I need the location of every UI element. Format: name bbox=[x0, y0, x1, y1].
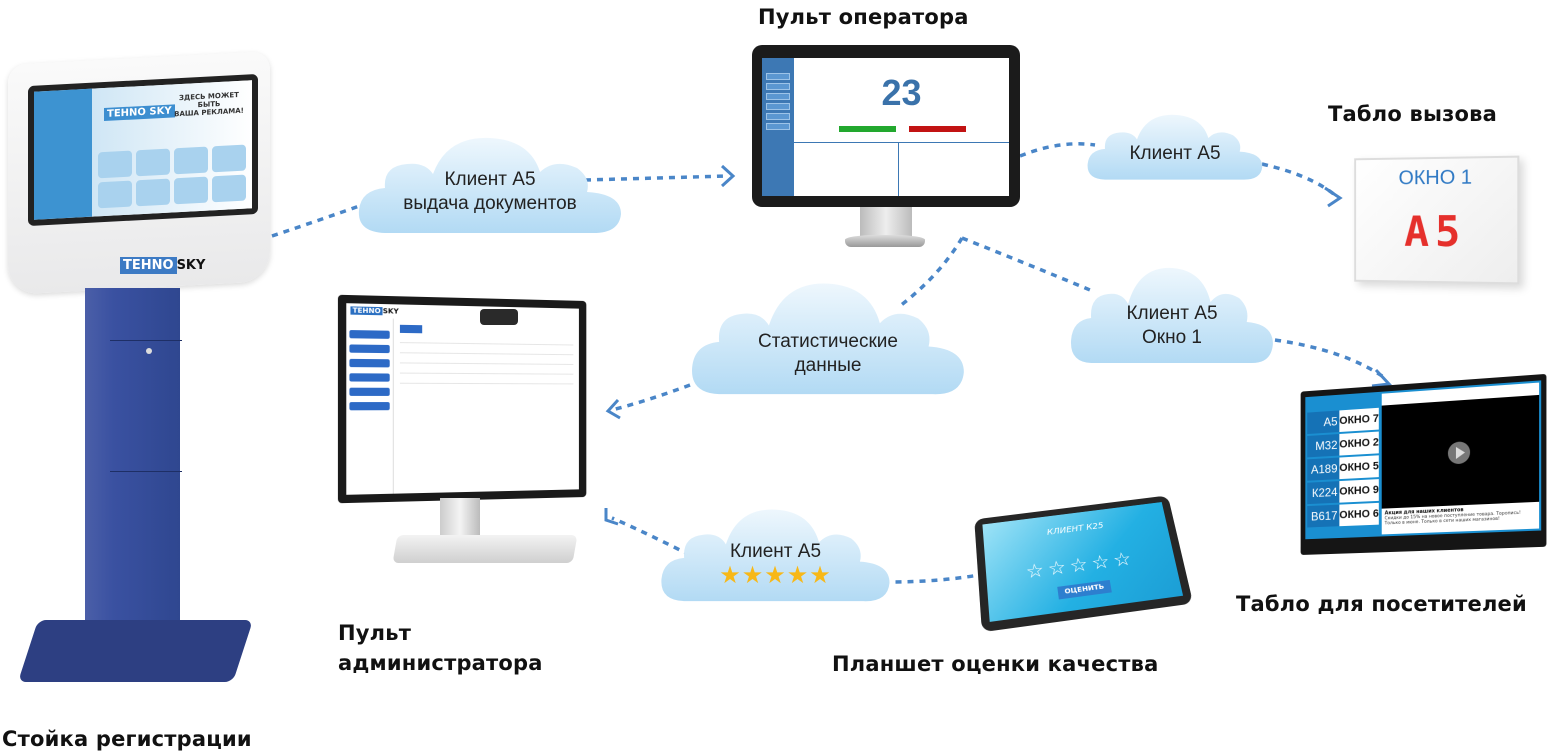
cloud-issue-line2: выдача документов bbox=[355, 192, 625, 216]
queue-ticket-code: А5 bbox=[1307, 410, 1339, 434]
admin-monitor-stand bbox=[440, 498, 480, 540]
label-call-panel: Табло вызова bbox=[1328, 102, 1497, 126]
label-admin-line1: Пульт bbox=[338, 618, 543, 648]
cloud-stats: Статистические данные bbox=[688, 272, 968, 400]
operator-sidebar bbox=[762, 58, 794, 196]
queue-row: В617ОКНО 6 bbox=[1307, 503, 1379, 528]
label-kiosk: Стойка регистрации bbox=[2, 727, 252, 751]
arrowhead-operator bbox=[722, 166, 733, 186]
current-ticket-number: 23 bbox=[794, 72, 1009, 114]
arrowhead-call-panel bbox=[1325, 188, 1340, 206]
kiosk-base bbox=[18, 620, 253, 682]
queue-window: ОКНО 5 bbox=[1339, 455, 1378, 479]
queue-window: ОКНО 6 bbox=[1339, 503, 1378, 526]
rate-button[interactable]: ОЦЕНИТЬ bbox=[1057, 580, 1112, 600]
operator-screen: 23 bbox=[762, 58, 1009, 196]
label-visitor-board: Табло для посетителей bbox=[1236, 592, 1527, 616]
visitor-board: А5ОКНО 7М32ОКНО 2А189ОКНО 5К224ОКНО 9В61… bbox=[1301, 374, 1547, 555]
arrowhead-admin-rating bbox=[606, 508, 618, 524]
queue-window: ОКНО 2 bbox=[1339, 432, 1378, 456]
cloud-rating: Клиент А5 ★★★★★ bbox=[658, 500, 893, 606]
webcam-icon bbox=[480, 309, 518, 325]
admin-menu-item[interactable] bbox=[349, 388, 389, 396]
admin-menu-item[interactable] bbox=[349, 402, 389, 410]
queue-ticket-code: А189 bbox=[1307, 458, 1339, 481]
kiosk-screen-logo: TEHNO SKY bbox=[104, 104, 175, 121]
service-tile[interactable] bbox=[98, 151, 132, 179]
queue-window: ОКНО 7 bbox=[1339, 408, 1378, 432]
connector-stats-cloud-to-admin bbox=[612, 385, 690, 410]
service-tile[interactable] bbox=[136, 149, 170, 177]
service-tile[interactable] bbox=[174, 147, 208, 175]
kiosk-sidebar bbox=[34, 89, 92, 220]
connector-call-cloud-to-panel bbox=[1262, 164, 1335, 195]
brand-part2: SKY bbox=[177, 258, 206, 273]
label-operator: Пульт оператора bbox=[758, 5, 969, 29]
cloud-call: Клиент А5 bbox=[1085, 108, 1265, 183]
cloud-window-line2: Окно 1 bbox=[1068, 326, 1276, 350]
monitor-base bbox=[845, 235, 925, 247]
admin-menu-item[interactable] bbox=[349, 344, 389, 353]
queue-row: А5ОКНО 7 bbox=[1307, 408, 1379, 434]
tablet-title: КЛИЕНТ К25 bbox=[983, 514, 1166, 546]
star-rating-icons: ★★★★★ bbox=[658, 564, 893, 588]
connector-window-cloud-to-board bbox=[1275, 340, 1385, 378]
queue-list: А5ОКНО 7М32ОКНО 2А189ОКНО 5К224ОКНО 9В61… bbox=[1307, 408, 1379, 537]
queue-ticket-code: К224 bbox=[1307, 481, 1339, 504]
cloud-rating-line1: Клиент А5 bbox=[658, 540, 893, 564]
admin-table bbox=[394, 319, 579, 494]
tablet-rating-stars[interactable]: ☆☆☆☆☆ bbox=[986, 542, 1176, 589]
lock-icon bbox=[146, 348, 152, 354]
service-tile[interactable] bbox=[136, 179, 170, 207]
call-button[interactable] bbox=[839, 126, 896, 132]
arrowhead-board bbox=[1372, 370, 1389, 386]
queue-ticket-code: В617 bbox=[1307, 505, 1339, 528]
cloud-stats-line1: Статистические bbox=[688, 330, 968, 354]
admin-menu-item[interactable] bbox=[349, 359, 389, 368]
queue-row: К224ОКНО 9 bbox=[1307, 479, 1379, 504]
admin-menu-item[interactable] bbox=[349, 373, 389, 381]
kiosk-screen: TEHNO SKY ЗДЕСЬ МОЖЕТ БЫТЬ ВАША РЕКЛАМА! bbox=[28, 74, 258, 226]
connector-tablet-to-rating-cloud bbox=[890, 574, 985, 582]
queue-row: А189ОКНО 5 bbox=[1307, 455, 1379, 480]
call-panel: ОКНО 1 А5 bbox=[1354, 156, 1519, 285]
queue-ticket-code: М32 bbox=[1307, 434, 1339, 457]
video-player[interactable] bbox=[1382, 395, 1539, 509]
cloud-window-line1: Клиент А5 bbox=[1068, 302, 1276, 326]
connector-operator-to-call-cloud bbox=[1020, 144, 1095, 156]
service-tile[interactable] bbox=[98, 181, 132, 209]
cloud-stats-line2: данные bbox=[688, 354, 968, 378]
queue-window: ОКНО 9 bbox=[1339, 479, 1378, 503]
admin-monitor: TEHNOSKY bbox=[338, 295, 586, 504]
cloud-issue-line1: Клиент А5 bbox=[355, 168, 625, 192]
connector-kiosk-to-issue-cloud bbox=[272, 205, 362, 236]
brand-part1: TEHNO bbox=[120, 257, 177, 274]
queue-row: М32ОКНО 2 bbox=[1307, 432, 1379, 458]
label-admin: Пульт администратора bbox=[338, 618, 543, 678]
cloud-call-line1: Клиент А5 bbox=[1085, 142, 1265, 166]
cloud-issue: Клиент А5 выдача документов bbox=[355, 128, 625, 238]
cloud-window: Клиент А5 Окно 1 bbox=[1068, 258, 1276, 368]
finish-button[interactable] bbox=[909, 126, 966, 132]
service-tile[interactable] bbox=[174, 177, 208, 205]
service-tile[interactable] bbox=[212, 175, 246, 203]
label-admin-line2: администратора bbox=[338, 648, 543, 678]
kiosk-service-tiles bbox=[98, 145, 246, 209]
service-tile[interactable] bbox=[212, 145, 246, 173]
admin-menu-item[interactable] bbox=[349, 330, 389, 339]
admin-sidebar bbox=[346, 318, 394, 495]
call-panel-number: А5 bbox=[1356, 207, 1517, 257]
call-panel-window: ОКНО 1 bbox=[1356, 166, 1517, 191]
label-tablet: Планшет оценки качества bbox=[832, 652, 1158, 676]
kiosk-ad-text: ЗДЕСЬ МОЖЕТ БЫТЬ ВАША РЕКЛАМА! bbox=[174, 91, 244, 119]
kiosk-door bbox=[110, 340, 182, 472]
admin-monitor-base bbox=[393, 535, 578, 563]
play-icon[interactable] bbox=[1448, 441, 1470, 464]
admin-logo: TEHNOSKY bbox=[350, 306, 398, 315]
kiosk-brand-logo: TEHNOSKY bbox=[120, 258, 205, 273]
